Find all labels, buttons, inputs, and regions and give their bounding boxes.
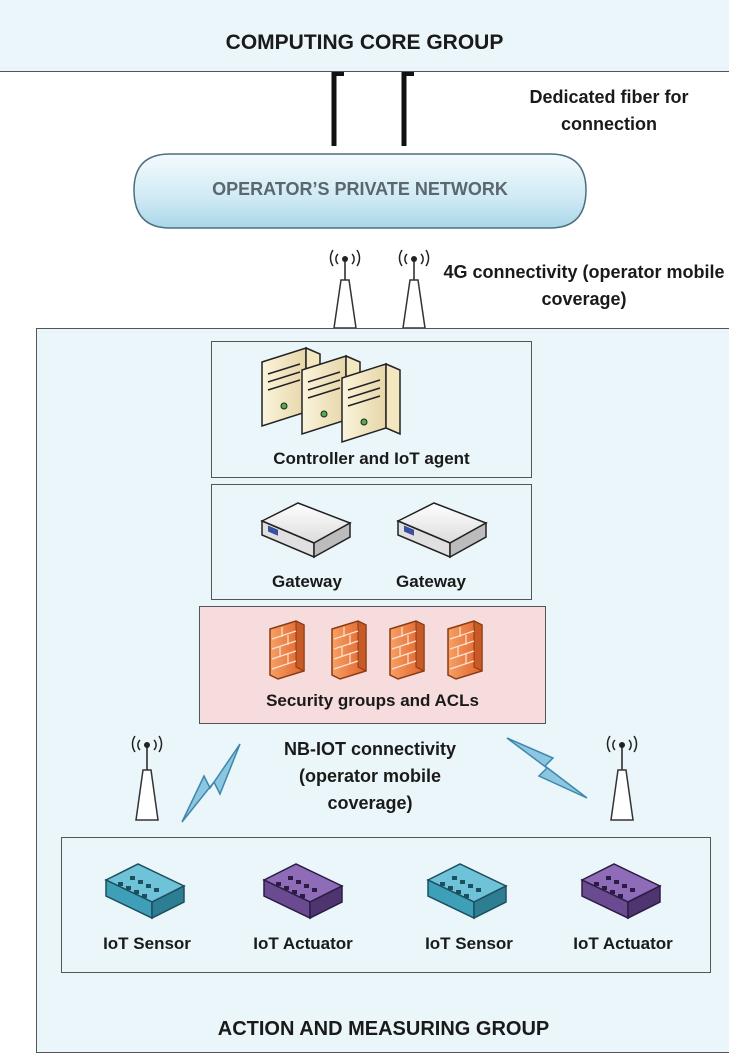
antenna-4g-left [329, 249, 361, 329]
nbiot-annotation: NB-IOT connectivity (operator mobile cov… [283, 739, 457, 813]
security-label: Security groups and ACLs [266, 691, 479, 710]
iot-actuator-icon-1 [262, 863, 344, 920]
private-network-cloud [133, 153, 587, 229]
firewall-icon-3 [389, 620, 425, 680]
device-label-2: IoT Actuator [253, 934, 353, 953]
firewall-icon-4 [447, 620, 483, 680]
computing-core-group: COMPUTING CORE GROUP [0, 0, 729, 72]
signal-bolt-left [181, 743, 241, 823]
computing-core-title: COMPUTING CORE GROUP [225, 31, 504, 54]
gateway-icon-left [260, 502, 352, 559]
action-measuring-title: ACTION AND MEASURING GROUP [217, 1018, 550, 1040]
device-label-1: IoT Sensor [103, 934, 191, 953]
server-icon [261, 346, 401, 444]
fiber-annotation: Dedicated fiber for connection [529, 87, 689, 134]
security-box: Security groups and ACLs [199, 606, 546, 724]
controller-label: Controller and IoT agent [273, 449, 470, 468]
gateway-icon-right [396, 502, 488, 559]
device-label-3: IoT Sensor [425, 934, 513, 953]
devices-box: IoT Sensor IoT Actuator IoT Sensor IoT A… [61, 837, 711, 973]
gateway-box: Gateway Gateway [211, 484, 532, 600]
private-network-title: OPERATOR’S PRIVATE NETWORK [212, 179, 508, 199]
antenna-4g-right [398, 249, 430, 329]
fiber-links [331, 72, 414, 146]
iot-sensor-icon-1 [104, 863, 186, 920]
antenna-nbiot-left [131, 735, 163, 821]
iot-actuator-icon-2 [580, 863, 662, 920]
signal-bolt-right [506, 737, 588, 799]
firewall-icon-2 [331, 620, 367, 680]
gateway-label-1: Gateway [272, 572, 342, 591]
iot-sensor-icon-2 [426, 863, 508, 920]
firewall-icon-1 [269, 620, 305, 680]
antenna-nbiot-right [606, 735, 638, 821]
device-label-4: IoT Actuator [573, 934, 673, 953]
gateway-label-2: Gateway [396, 572, 466, 591]
connectivity-4g-annotation: 4G connectivity (operator mobile coverag… [443, 262, 725, 309]
controller-box: Controller and IoT agent [211, 341, 532, 478]
